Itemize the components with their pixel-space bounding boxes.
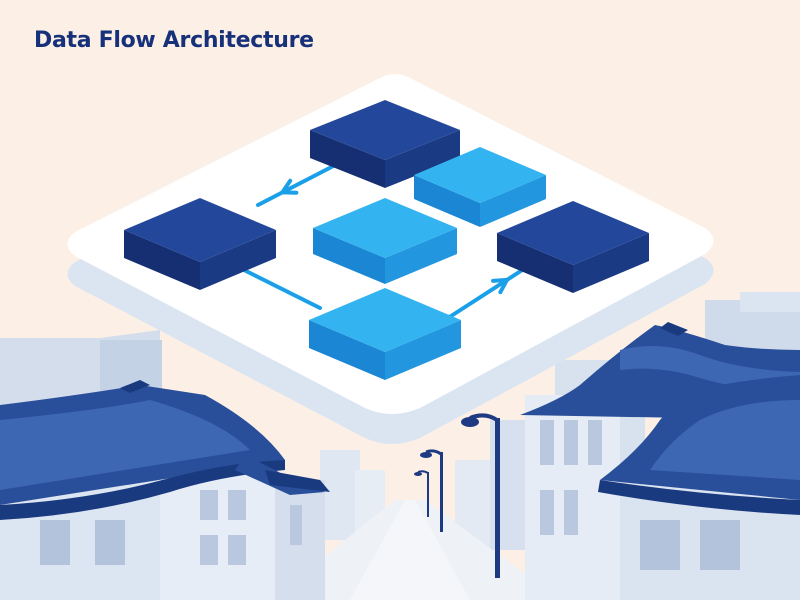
node-bottom (309, 288, 461, 380)
node-left-top-face (124, 198, 276, 262)
node-bottom-left-face (309, 320, 385, 380)
node-right (497, 201, 649, 293)
node-top-top-face (310, 100, 460, 160)
node-right-top-face (497, 201, 649, 265)
roof-right-eave (598, 480, 800, 515)
window (200, 490, 218, 520)
node-top-left-face (310, 130, 385, 188)
node-upper-right-top-face (414, 147, 546, 203)
node-center (313, 198, 457, 284)
roof-left-second-eave (265, 470, 330, 492)
building-center-left (320, 450, 360, 540)
node-center-right-face (385, 228, 457, 284)
node-right-left-face (497, 233, 573, 293)
arrowhead (280, 178, 299, 195)
node-center-left-face (313, 228, 385, 284)
node-bottom-right-face (385, 320, 461, 380)
node-left (124, 198, 276, 290)
roof-right-main-tiles (650, 400, 800, 480)
page-title: Data Flow Architecture (34, 28, 314, 53)
flow-arrows (236, 156, 532, 322)
street-lamp (414, 470, 429, 517)
window (564, 420, 578, 465)
street-lamps (414, 413, 500, 578)
arrowhead (491, 277, 510, 295)
window (564, 490, 578, 535)
roof-right-ridge (660, 322, 688, 336)
node-top (310, 100, 460, 188)
window (228, 490, 246, 520)
diagram-nodes (124, 100, 649, 380)
node-top-right-face (385, 130, 460, 188)
node-left-right-face (200, 230, 276, 290)
roof-left-tiles (0, 400, 250, 490)
window (290, 505, 302, 545)
node-left-left-face (124, 230, 200, 290)
building-far-right-top (740, 292, 800, 312)
window (95, 520, 125, 565)
node-upper-right-right-face (480, 175, 546, 227)
window (640, 520, 680, 570)
node-right-right-face (573, 233, 649, 293)
node-bottom-top-face (309, 288, 461, 352)
node-upper-right-left-face (414, 175, 480, 227)
street-lamp (461, 413, 500, 578)
window (588, 420, 602, 465)
window (700, 520, 740, 570)
window (40, 520, 70, 565)
window (540, 490, 554, 535)
node-center-top-face (313, 198, 457, 258)
window (200, 535, 218, 565)
hanok-rooftops (0, 322, 800, 520)
window (540, 420, 554, 465)
window (228, 535, 246, 565)
node-upper-right (414, 147, 546, 227)
street-lamp (420, 449, 443, 532)
street-center (350, 500, 470, 600)
roof-left-eave (0, 460, 285, 520)
roof-left-ridge (120, 380, 150, 393)
